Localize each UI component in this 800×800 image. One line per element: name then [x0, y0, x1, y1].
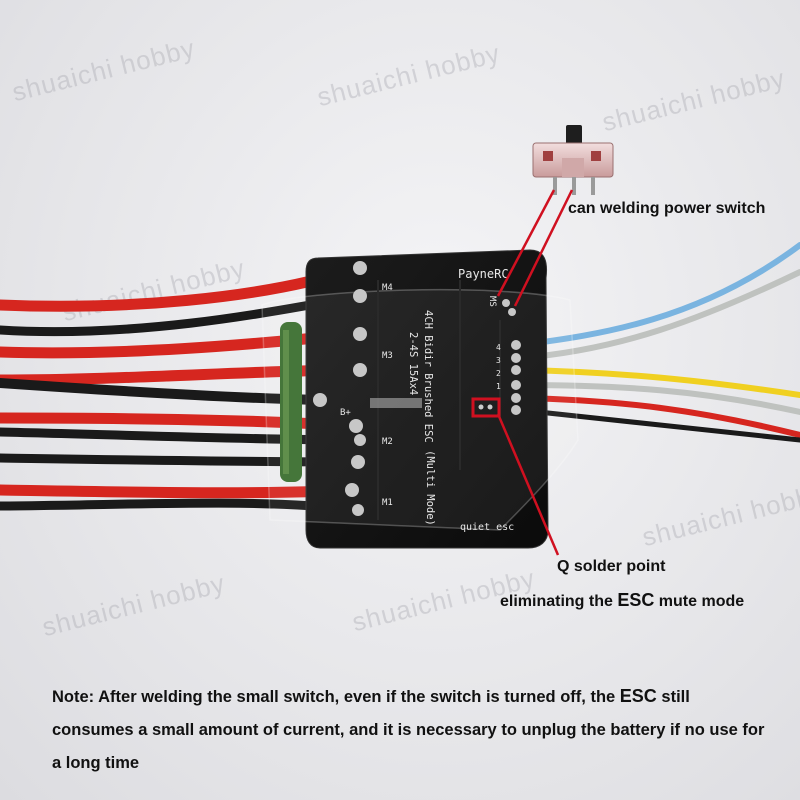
- switch-pointer: [496, 189, 556, 297]
- q-solder-desc-esc: ESC: [617, 590, 655, 610]
- q-solder-title: Q solder point: [557, 558, 666, 575]
- usage-note: Note: After welding the small switch, ev…: [52, 680, 772, 780]
- switch-annotation: can welding power switch: [568, 200, 766, 217]
- note-prefix: Note: After welding the small switch, ev…: [52, 688, 620, 706]
- motor-label-m2: M2: [382, 437, 393, 447]
- note-suffix: still consumes a small amount of current…: [52, 688, 765, 772]
- switch-pad-label: MS: [487, 296, 497, 307]
- esc-board: [261, 249, 579, 549]
- channel-label-3: 3: [496, 356, 501, 365]
- power-label: B+: [340, 408, 351, 418]
- switch-pointer: [513, 189, 574, 307]
- note-esc: ESC: [619, 686, 657, 706]
- q-solder-desc: eliminating the ESC mute mode: [500, 590, 744, 611]
- board-title-line2: 2-4S 15Ax4: [407, 332, 419, 395]
- channel-label-4: 4: [496, 343, 501, 352]
- channel-label-1: 1: [496, 382, 501, 391]
- motor-label-m3: M3: [382, 351, 393, 361]
- q-solder-desc-prefix: eliminating the: [500, 593, 618, 610]
- power-switch-image: [532, 125, 614, 195]
- q-solder-highlight: [471, 397, 501, 418]
- channel-label-2: 2: [496, 369, 501, 378]
- board-title-line1: 4CH Bidir Brushed ESC: [422, 310, 434, 443]
- q-solder-pointer: [496, 413, 560, 556]
- motor-label-m1: M1: [382, 498, 393, 508]
- signal-wires: [517, 242, 800, 443]
- board-title-line3: (Multi Mode): [424, 450, 436, 526]
- board-footer: quiet esc: [460, 522, 514, 533]
- q-solder-desc-suffix: mute mode: [654, 593, 745, 610]
- board-brand: PayneRC: [458, 267, 509, 281]
- capacitor: [280, 322, 302, 482]
- motor-label-m4: M4: [382, 283, 393, 293]
